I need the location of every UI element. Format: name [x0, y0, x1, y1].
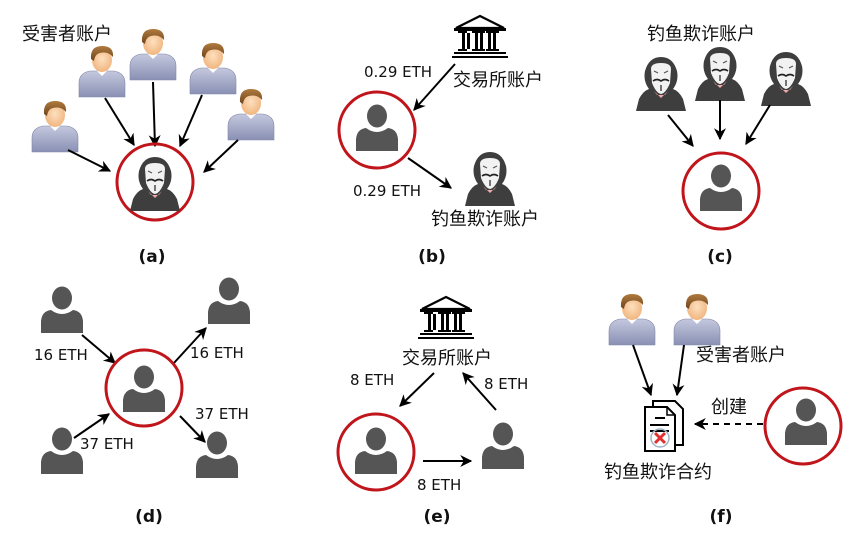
arrow [179, 415, 206, 443]
phishing-account-icon [694, 46, 746, 102]
amount-label: 8 ETH [484, 375, 528, 393]
panel-f: 受害者账户 钓鱼欺诈合约 创建 (f) [604, 293, 843, 527]
user-icon [123, 365, 165, 412]
arrow [672, 344, 685, 397]
amount-label: 37 ETH [195, 405, 249, 423]
arrow [172, 327, 207, 365]
phishing-accounts-label: 钓鱼欺诈账户 [647, 24, 755, 45]
caption-f: (f) [710, 507, 733, 527]
user-icon [208, 277, 250, 324]
user-icon [41, 427, 83, 474]
victim-icon [129, 28, 177, 81]
create-label: 创建 [711, 397, 747, 418]
arrow [407, 157, 452, 189]
phishing-account-icon [635, 56, 687, 112]
panel-e: 交易所账户 8 ETH 8 ETH 8 ETH (e) [336, 295, 528, 527]
victim-icon [608, 293, 656, 346]
phishing-contract-icon [643, 399, 685, 453]
arrow [413, 63, 456, 111]
amount-label: 0.29 ETH [353, 182, 421, 200]
panel-c: 钓鱼欺诈账户 (c) [635, 24, 812, 267]
victim-icon [227, 88, 275, 141]
victim-icon [673, 293, 721, 346]
highlight-ring [104, 348, 184, 428]
panel-b: 交易所账户 0.29 ETH 0.29 ETH 钓鱼欺诈账户 (b) [337, 14, 543, 267]
panel-a: 受害者账户 (a) [22, 24, 275, 267]
arrow [104, 97, 135, 147]
arrow [667, 114, 694, 147]
arrow [399, 372, 435, 407]
caption-b: (b) [418, 247, 446, 267]
victim-icon [31, 100, 79, 153]
caption-c: (c) [707, 247, 733, 267]
exchange-account-label: 交易所账户 [453, 70, 543, 91]
phishing-account-icon [129, 156, 181, 212]
exchange-bank-icon [450, 14, 510, 60]
victim-accounts-label: 受害者账户 [22, 24, 112, 45]
highlight-ring [763, 386, 843, 466]
amount-label: 8 ETH [350, 371, 394, 389]
arrow [178, 94, 203, 148]
user-icon [700, 164, 742, 211]
phishing-contract-label: 钓鱼欺诈合约 [604, 462, 712, 483]
user-icon [41, 286, 83, 333]
arrow [81, 334, 116, 364]
amount-label: 16 ETH [34, 346, 88, 364]
panel-d: 16 ETH 16 ETH 37 ETH 37 ETH (d) [34, 277, 250, 527]
user-icon [356, 104, 398, 151]
victim-icon [78, 45, 126, 98]
highlight-ring [115, 142, 195, 222]
arrow [73, 413, 110, 439]
arrow [203, 139, 239, 173]
exchange-bank-icon [416, 295, 476, 341]
phishing-account-label: 钓鱼欺诈账户 [431, 209, 539, 230]
victim-accounts-label: 受害者账户 [696, 345, 786, 366]
amount-label: 8 ETH [417, 476, 461, 494]
arrow [462, 372, 497, 411]
victim-icon [189, 42, 237, 95]
phishing-account-icon [464, 151, 516, 207]
caption-d: (d) [135, 507, 163, 527]
exchange-account-label: 交易所账户 [402, 348, 492, 369]
highlight-ring [336, 412, 416, 492]
highlight-ring [337, 90, 417, 170]
user-icon [355, 427, 397, 474]
arrow [632, 344, 653, 397]
caption-a: (a) [138, 247, 165, 267]
caption-e: (e) [423, 507, 450, 527]
arrow [745, 104, 771, 146]
highlight-ring [681, 151, 761, 231]
amount-label: 37 ETH [80, 435, 134, 453]
arrow [148, 81, 161, 148]
amount-label: 16 ETH [190, 344, 244, 362]
user-icon [785, 398, 827, 445]
arrow [67, 149, 112, 172]
amount-label: 0.29 ETH [364, 63, 432, 81]
phishing-account-icon [760, 51, 812, 107]
user-icon [482, 422, 524, 469]
